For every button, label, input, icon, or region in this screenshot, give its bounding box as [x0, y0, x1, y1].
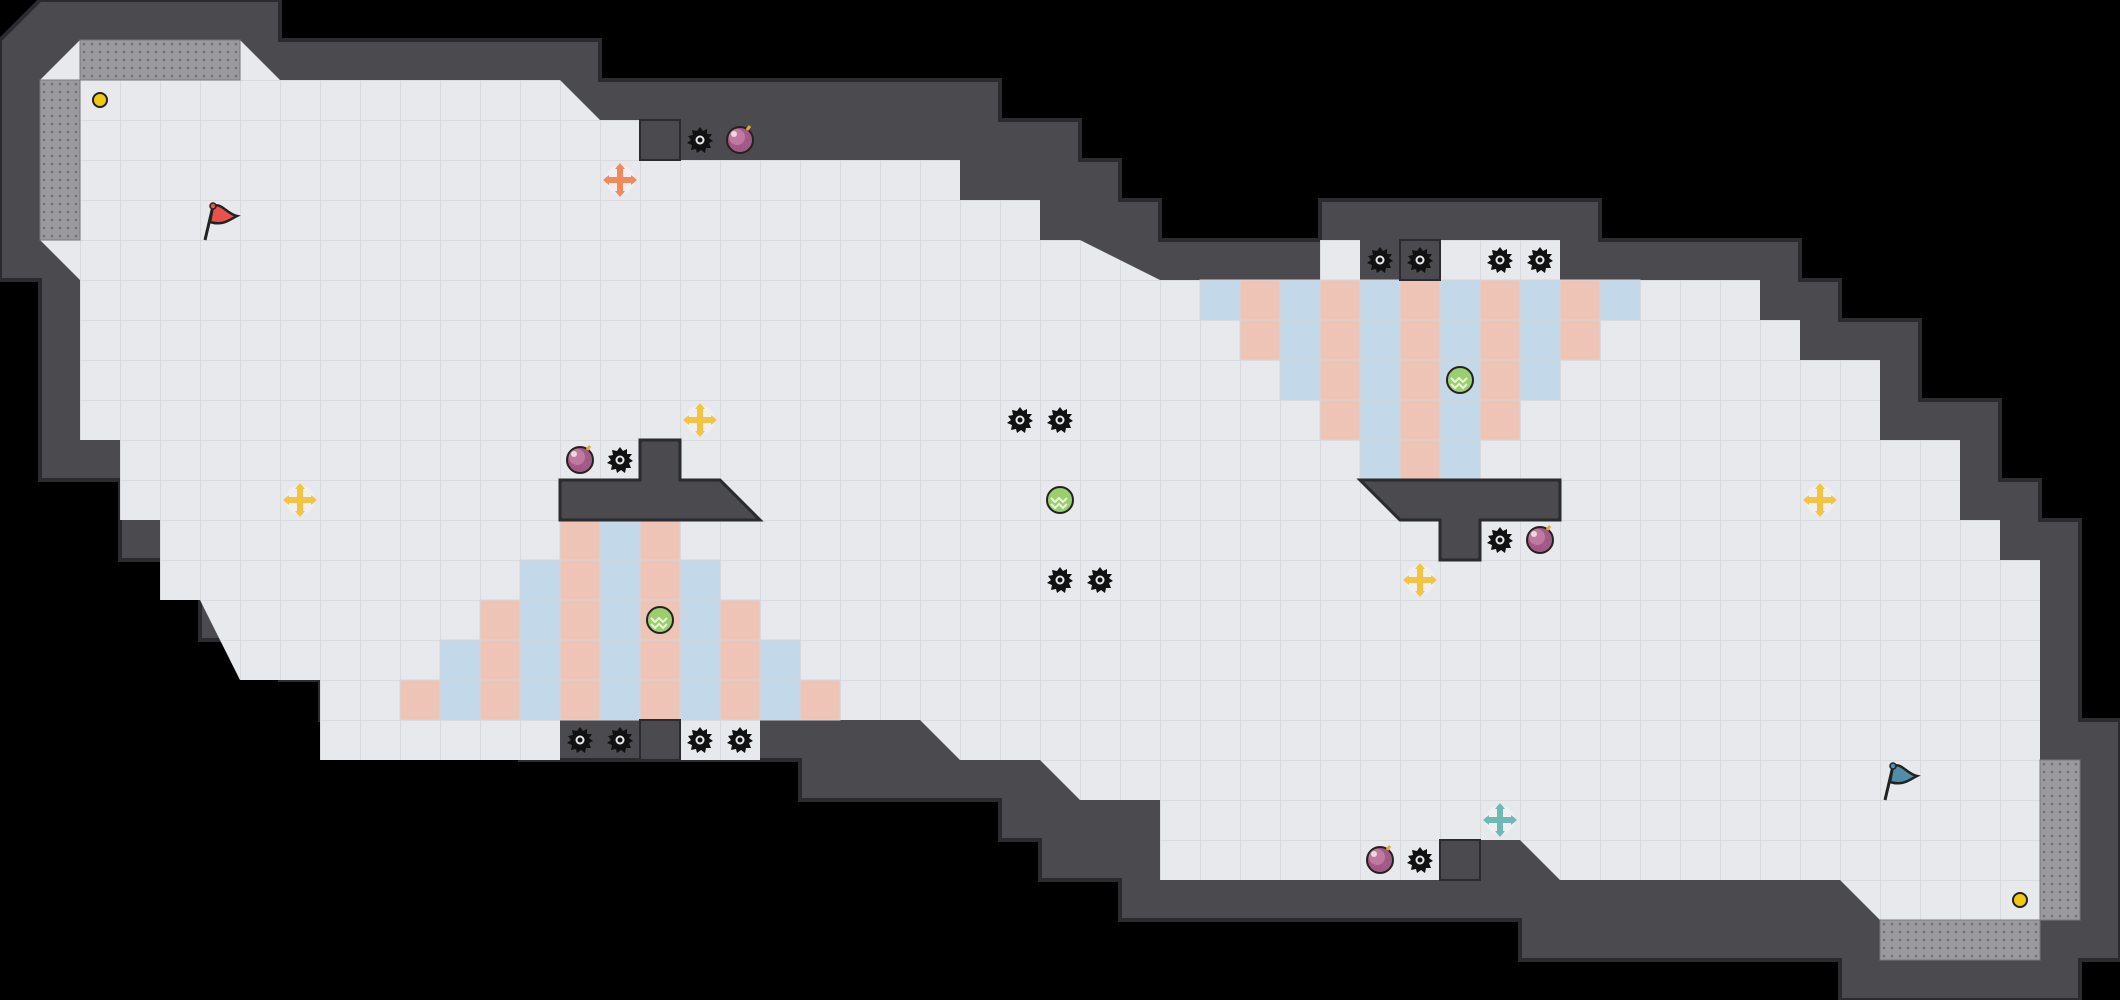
- bomb-icon: [1525, 524, 1555, 555]
- team-tile: [1439, 399, 1481, 441]
- team-tile: [759, 639, 801, 681]
- coin-bottom-right: [2012, 892, 2028, 908]
- team-tile: [599, 679, 641, 721]
- team-tile: [1319, 399, 1361, 441]
- team-tile: [559, 519, 601, 561]
- bomb-icon: [565, 444, 595, 475]
- team-tile: [1479, 399, 1521, 441]
- inner-wall-bottom-right-nub: [1439, 839, 1481, 881]
- gate-icon: [1046, 486, 1074, 514]
- inner-wall-right: [1356, 478, 1562, 562]
- team-tile: [479, 639, 521, 681]
- team-tile: [1519, 279, 1561, 321]
- team-tile: [1359, 319, 1401, 361]
- team-tile: [439, 679, 481, 721]
- red-flag: [203, 202, 241, 241]
- team-tile: [1599, 279, 1641, 321]
- metal-grate-right: [2039, 759, 2081, 921]
- team-tile: [559, 679, 601, 721]
- team-tile: [799, 679, 841, 721]
- team-tile: [679, 639, 721, 681]
- team-tile: [439, 639, 481, 681]
- team-tile: [559, 559, 601, 601]
- team-tile: [1399, 359, 1441, 401]
- team-tile: [1279, 359, 1321, 401]
- team-tile: [639, 639, 681, 681]
- inner-wall-bottom-nub: [639, 719, 681, 761]
- team-tile: [1439, 319, 1481, 361]
- team-tiles-right: [1199, 279, 1641, 481]
- team-tile: [1559, 319, 1601, 361]
- team-tile: [719, 679, 761, 721]
- team-tile: [1399, 319, 1441, 361]
- team-tile: [1359, 439, 1401, 481]
- team-tile: [1399, 399, 1441, 441]
- team-tile: [1479, 279, 1521, 321]
- team-tile: [1359, 399, 1401, 441]
- team-tiles-left: [399, 519, 841, 721]
- inner-wall-left: [558, 438, 764, 522]
- inner-wall-top-nub: [639, 119, 681, 161]
- blue-flag: [1883, 762, 1921, 801]
- team-tile: [639, 559, 681, 601]
- team-tile: [519, 639, 561, 681]
- team-tile: [719, 599, 761, 641]
- team-tile: [1439, 279, 1481, 321]
- bomb-icon: [725, 124, 755, 155]
- team-tile: [1359, 279, 1401, 321]
- team-tile: [719, 639, 761, 681]
- team-tile: [1319, 319, 1361, 361]
- team-tile: [759, 679, 801, 721]
- team-tile: [599, 559, 641, 601]
- team-tile: [679, 679, 721, 721]
- bomb-icon: [1365, 844, 1395, 875]
- team-tile: [519, 599, 561, 641]
- team-tile: [1479, 319, 1521, 361]
- team-tile: [639, 519, 681, 561]
- team-tile: [1479, 359, 1521, 401]
- team-tile: [559, 639, 601, 681]
- team-tile: [1359, 359, 1401, 401]
- team-tile: [1279, 319, 1321, 361]
- team-tile: [1519, 359, 1561, 401]
- team-tile: [599, 639, 641, 681]
- team-tile: [1399, 279, 1441, 321]
- team-tile: [1559, 279, 1601, 321]
- team-tile: [599, 519, 641, 561]
- team-tile: [1239, 279, 1281, 321]
- gate-icon: [1446, 366, 1474, 394]
- team-tile: [1439, 439, 1481, 481]
- team-tile: [1319, 279, 1361, 321]
- team-tile: [679, 559, 721, 601]
- team-tile: [479, 599, 521, 641]
- team-tile: [399, 679, 441, 721]
- team-tile: [559, 599, 601, 641]
- gate-icon: [646, 606, 674, 634]
- metal-grate-bottom: [1879, 919, 2041, 961]
- team-tile: [599, 599, 641, 641]
- metal-grate-top: [79, 39, 241, 81]
- team-tile: [1199, 279, 1241, 321]
- coin-top-left: [92, 92, 108, 108]
- team-tile: [519, 679, 561, 721]
- team-tile: [519, 559, 561, 601]
- team-tile: [1399, 439, 1441, 481]
- team-tile: [479, 679, 521, 721]
- team-tile: [1279, 279, 1321, 321]
- team-tile: [1239, 319, 1281, 361]
- metal-grate-left: [39, 79, 81, 241]
- team-tile: [679, 599, 721, 641]
- team-tile: [639, 679, 681, 721]
- team-tile: [1519, 319, 1561, 361]
- team-tile: [1319, 359, 1361, 401]
